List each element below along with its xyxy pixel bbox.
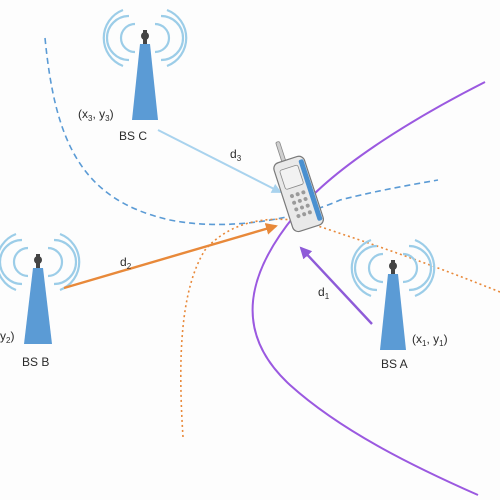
signal-waves-icon <box>350 238 436 298</box>
signal-waves-icon <box>0 232 81 292</box>
bs-b-coordinates: y2) <box>0 329 14 345</box>
base-station-b <box>0 232 81 344</box>
hyperbola-blue <box>44 37 439 226</box>
arrow-d1 <box>299 246 373 325</box>
base-station-a <box>350 238 436 350</box>
bs-a-coordinates: (x1, y1) <box>412 332 448 348</box>
bs-c-label: BS C <box>119 129 147 143</box>
tower-icon <box>24 268 52 344</box>
tower-icon <box>132 44 158 120</box>
tower-icon <box>380 274 406 350</box>
distance-label-d1: d1 <box>318 285 330 301</box>
mobile-phone-icon <box>273 141 324 233</box>
distance-label-d2: d2 <box>120 255 132 271</box>
signal-waves-icon <box>102 8 188 68</box>
arrow-d2 <box>63 223 278 290</box>
hyperbola-orange <box>180 218 500 438</box>
bs-c-coordinates: (x3, y3) <box>78 107 114 123</box>
bs-a-label: BS A <box>381 357 408 371</box>
base-station-c <box>102 8 188 120</box>
hyperbola-purple <box>251 81 486 496</box>
arrow-d3 <box>157 129 282 193</box>
distance-label-d3: d3 <box>230 147 242 163</box>
bs-b-label: BS B <box>22 355 49 369</box>
